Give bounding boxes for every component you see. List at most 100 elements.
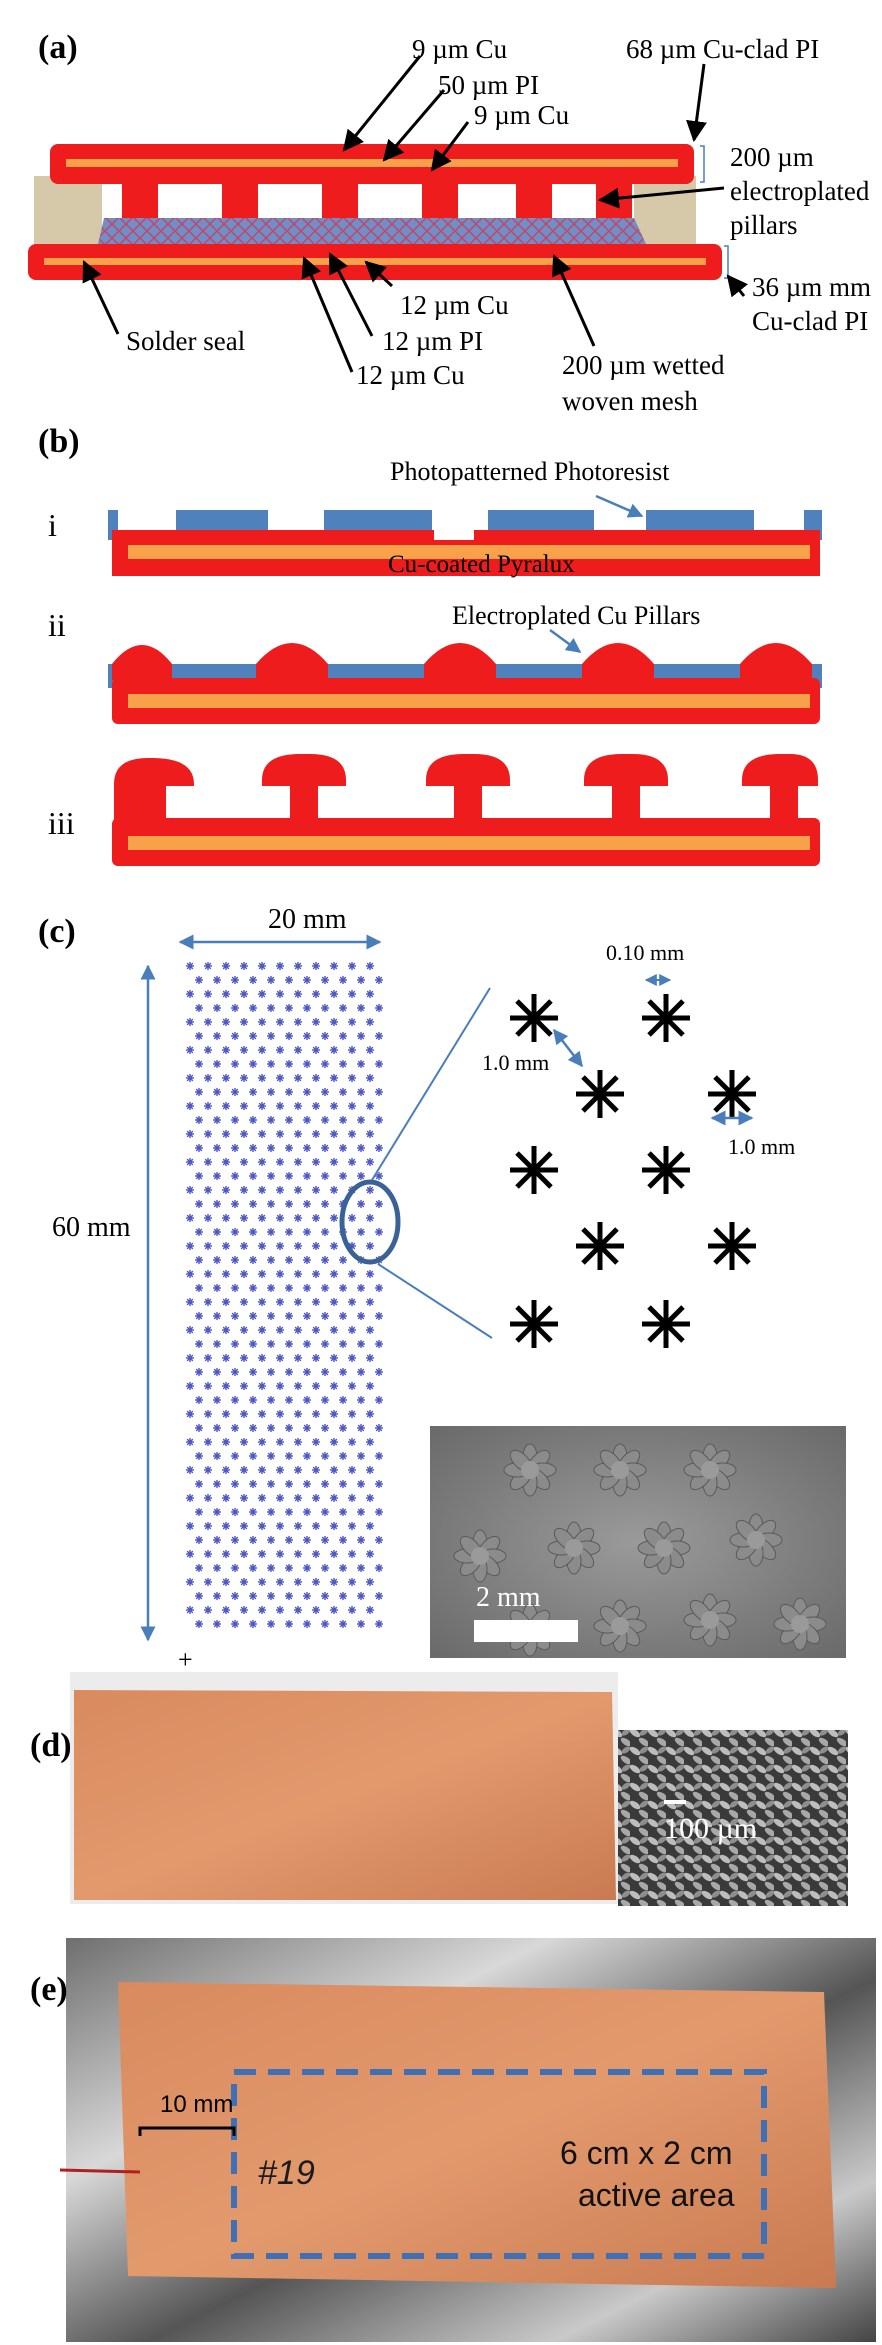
pillar-mark	[186, 1186, 194, 1194]
pillar-mark	[213, 1032, 221, 1040]
pillar-mark	[276, 1130, 284, 1138]
pillar-mark	[267, 1200, 275, 1208]
pillar-mark	[222, 1466, 230, 1474]
label-cu-coated-pyralux: Cu-coated Pyralux	[388, 551, 575, 578]
pillar-mark	[312, 1466, 320, 1474]
pillar-mark	[276, 1214, 284, 1222]
pillar-mark	[204, 1298, 212, 1306]
pillar-mark	[312, 1606, 320, 1614]
pillar-mark	[240, 1494, 248, 1502]
pillar-mark	[267, 1368, 275, 1376]
pillar-mark	[321, 976, 329, 984]
pillar-mark	[240, 1382, 248, 1390]
pillar-mark	[267, 1032, 275, 1040]
pillar-mark	[267, 1424, 275, 1432]
zoomed-pillar-mark	[510, 1300, 558, 1348]
copper-wick-photo	[118, 1982, 836, 2288]
pillar-mark	[366, 1494, 374, 1502]
pillar-mark	[303, 1088, 311, 1096]
pillar-mark	[267, 1536, 275, 1544]
zoomed-pillar-mark	[708, 1222, 756, 1270]
pillar-mark	[204, 1046, 212, 1054]
pillar-mark	[222, 1242, 230, 1250]
pillar-mark	[330, 1494, 338, 1502]
pillar-mark	[267, 1396, 275, 1404]
pillar-mark	[222, 1158, 230, 1166]
pillar-mark	[267, 1088, 275, 1096]
pillar-mark	[330, 1242, 338, 1250]
pillar-mark	[357, 1592, 365, 1600]
pillar-mark	[294, 1074, 302, 1082]
pillar-mark	[312, 1382, 320, 1390]
zoomed-pillar-mark	[576, 1070, 624, 1118]
pillar-mark	[330, 1438, 338, 1446]
pillar-mark	[258, 1410, 266, 1418]
pillar-mark	[276, 1410, 284, 1418]
pillar-mark	[375, 1480, 383, 1488]
zoomed-pillars	[510, 994, 756, 1348]
pillar-mark	[285, 1424, 293, 1432]
pillar-mark	[321, 1172, 329, 1180]
pillar-mark	[357, 1564, 365, 1572]
pillar-mark	[285, 1144, 293, 1152]
pillar-mark	[258, 1606, 266, 1614]
pillar-mark	[204, 1578, 212, 1586]
pillar-mark	[375, 1004, 383, 1012]
pillar-mark	[267, 1480, 275, 1488]
step-iii-core	[128, 836, 810, 850]
pillar-mark	[249, 1228, 257, 1236]
pillar-mark	[258, 962, 266, 970]
pillar-mark	[231, 1256, 239, 1264]
zoomed-pillar-mark	[642, 1300, 690, 1348]
step-i-label: i	[48, 507, 57, 543]
pillar-mark	[321, 1312, 329, 1320]
pillar-mark	[222, 1354, 230, 1362]
pillar-mark	[240, 1130, 248, 1138]
pillar-mark	[276, 1242, 284, 1250]
label-20mm: 20 mm	[268, 904, 347, 935]
pillar-mark	[303, 1536, 311, 1544]
label-10mm: 10 mm	[160, 2091, 233, 2118]
pillar-mark	[366, 1130, 374, 1138]
pillar-mark	[285, 1592, 293, 1600]
pillar-mark	[213, 1536, 221, 1544]
pillar-mark	[339, 1508, 347, 1516]
pillar-mark	[231, 1592, 239, 1600]
step-ii-pillars	[112, 643, 812, 680]
pillar-mark	[213, 976, 221, 984]
pillar-mark	[204, 1494, 212, 1502]
panel-b-label: (b)	[38, 423, 80, 460]
pillar-mark	[348, 1326, 356, 1334]
pillar-mark	[276, 1606, 284, 1614]
step-iii-label: iii	[48, 805, 75, 841]
pillar-mark	[285, 1340, 293, 1348]
pillar-mark	[195, 1060, 203, 1068]
pillar-mark	[222, 990, 230, 998]
pillar-mark	[375, 1564, 383, 1572]
pillar-mark	[321, 1368, 329, 1376]
pillar-mark	[249, 1620, 257, 1628]
pillar-mark	[222, 962, 230, 970]
pillar-mark	[240, 962, 248, 970]
pillar-mark	[276, 1158, 284, 1166]
pillar-mark	[204, 1382, 212, 1390]
label-pillars-2: electroplated	[730, 176, 870, 206]
pillar-mark	[285, 1032, 293, 1040]
pillar-mark	[330, 1578, 338, 1586]
pillar-mark	[267, 1564, 275, 1572]
pillar-mark	[276, 962, 284, 970]
pillar-mark	[294, 1214, 302, 1222]
pillar-mark	[312, 1242, 320, 1250]
pillar-mark	[375, 1508, 383, 1516]
pillar-mark	[285, 1536, 293, 1544]
pillar-mark	[249, 976, 257, 984]
pillar-mark	[321, 1200, 329, 1208]
pillar-mark	[213, 1116, 221, 1124]
pillar-mark	[258, 1270, 266, 1278]
pillar-mark	[330, 1074, 338, 1082]
pillar-mark	[303, 1424, 311, 1432]
pillar-mark	[375, 1228, 383, 1236]
pillar-mark	[186, 1214, 194, 1222]
pillar-mark	[240, 990, 248, 998]
pillar-mark	[348, 1158, 356, 1166]
